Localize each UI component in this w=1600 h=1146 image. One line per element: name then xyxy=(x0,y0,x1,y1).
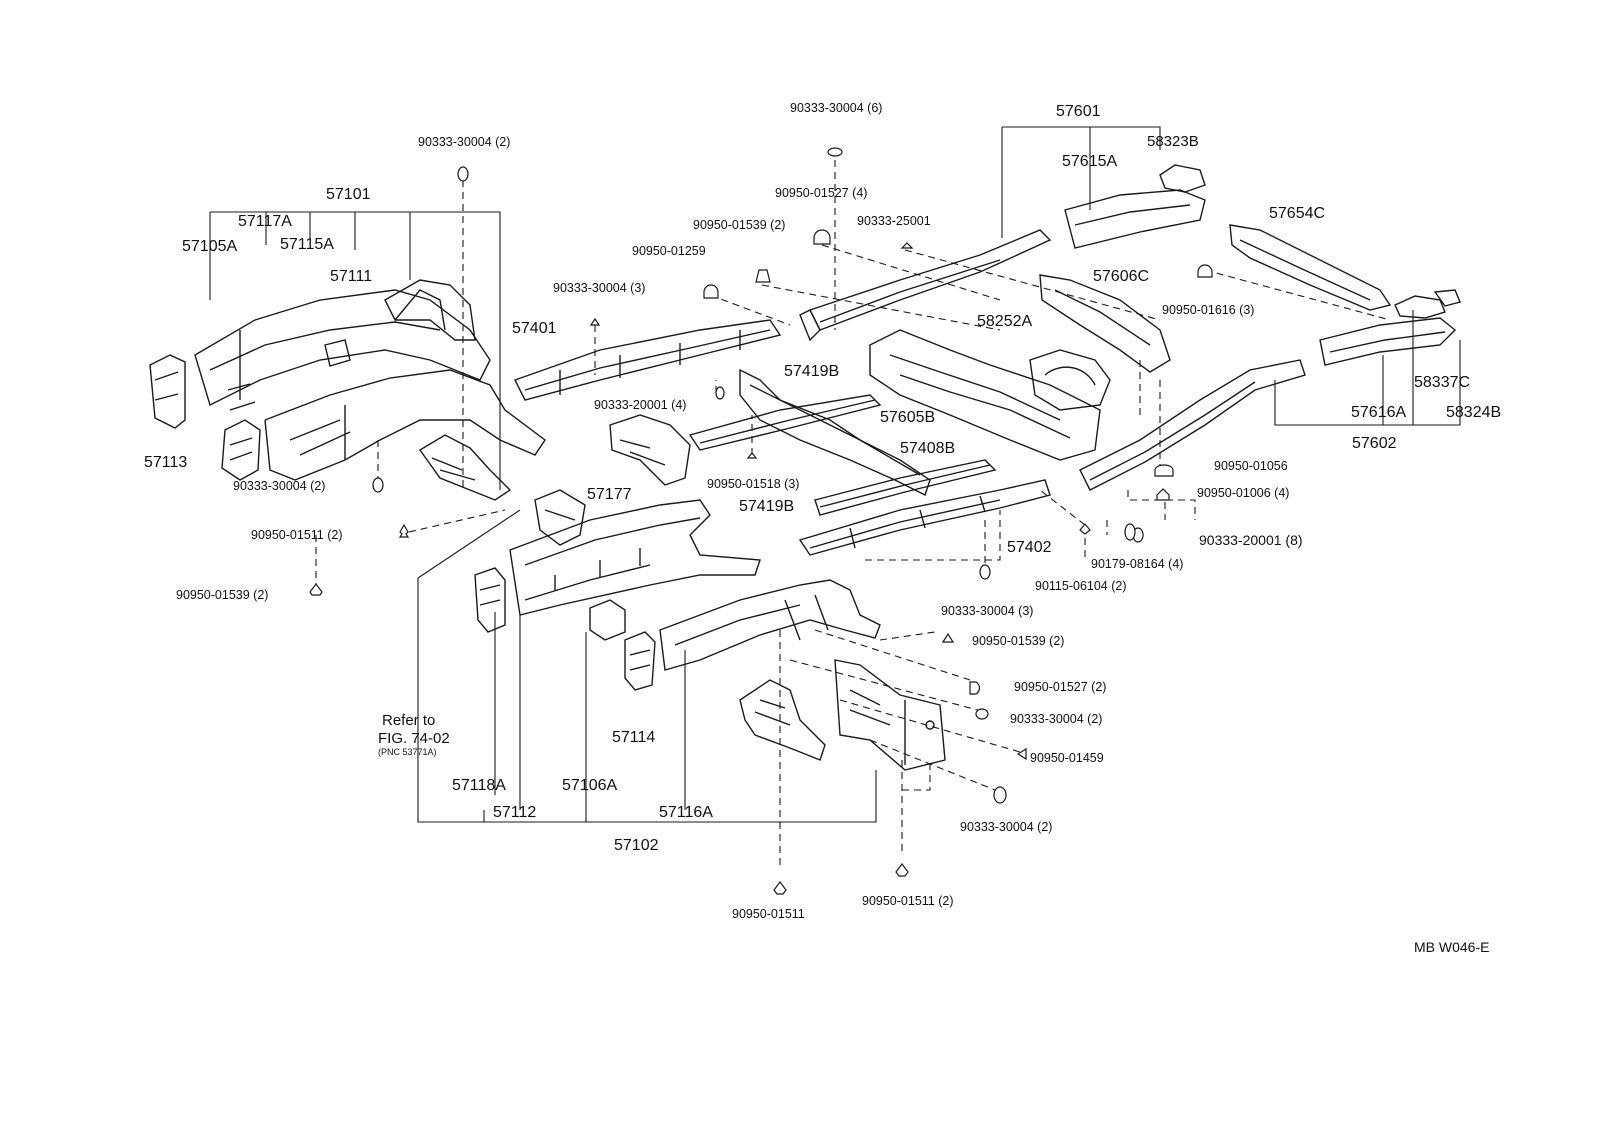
rear-floor-side-member-57601 xyxy=(799,229,1052,342)
fastener-label-90333-30004-2-topleft: 90333-30004 (2) xyxy=(418,135,511,149)
refer-label-line3: (PNC 53771A) xyxy=(378,747,437,757)
member-57116a xyxy=(659,579,881,671)
fastener-label-90333-30004-2-mid: 90333-30004 (2) xyxy=(1010,712,1103,726)
fastener-label-90950-01539-2-left: 90950-01539 (2) xyxy=(176,588,269,602)
fastener-label-90333-30004-6: 90333-30004 (6) xyxy=(790,101,883,115)
front-side-member-right xyxy=(509,499,761,616)
part-label-57606c: 57606C xyxy=(1093,268,1150,285)
fastener-label-90950-01539-2-top: 90950-01539 (2) xyxy=(693,218,786,232)
fastener-label-90950-01511-2-bottom: 90950-01511 (2) xyxy=(862,894,954,908)
part-label-57102: 57102 xyxy=(614,837,659,854)
part-label-57605b: 57605B xyxy=(880,409,936,426)
part-label-57402: 57402 xyxy=(1007,539,1052,556)
part-label-57602: 57602 xyxy=(1352,435,1397,452)
fastener-label-90950-01511: 90950-01511 xyxy=(732,907,805,921)
fastener-label-90333-20001-4: 90333-20001 (4) xyxy=(594,398,687,412)
fastener-label-90950-01539-2-mid: 90950-01539 (2) xyxy=(972,634,1065,648)
member-57615a xyxy=(1064,189,1206,249)
refer-label-line2: FIG. 74-02 xyxy=(378,730,450,747)
group-bracket-57102 xyxy=(417,509,877,823)
inner-fender-panel xyxy=(739,679,826,761)
part-label-57419b-mid: 57419B xyxy=(739,498,795,515)
bracket-57113 xyxy=(149,354,186,429)
part-label-57615a: 57615A xyxy=(1062,153,1118,170)
apron-57111 xyxy=(418,434,512,501)
fastener-label-90950-01006-4: 90950-01006 (4) xyxy=(1197,486,1290,500)
fastener-label-90950-01518-3: 90950-01518 (3) xyxy=(707,477,800,491)
fastener-label-90950-01459: 90950-01459 xyxy=(1030,751,1104,765)
part-label-57115a: 57115A xyxy=(280,236,334,253)
bracket-57106a xyxy=(589,599,626,641)
fastener-leaders xyxy=(315,160,1391,870)
wheelhouse-58252a xyxy=(1029,349,1111,411)
part-label-57111: 57111 xyxy=(330,268,373,285)
part-label-58324b: 58324B xyxy=(1446,404,1502,421)
floor-member-57401 xyxy=(514,319,782,401)
drawing-code: MB W046-E xyxy=(1414,939,1490,955)
member-57616a xyxy=(1319,317,1457,366)
part-label-58252a: 58252A xyxy=(977,313,1033,330)
part-label-57177: 57177 xyxy=(587,486,632,503)
part-label-57105a: 57105A xyxy=(182,238,238,255)
group-bracket-57101 xyxy=(209,211,501,490)
part-label-57616a: 57616A xyxy=(1351,404,1407,421)
part-label-57117a: 57117A xyxy=(238,213,292,230)
refer-label-line1: Refer to xyxy=(382,712,436,729)
bracket-58337c-58324b xyxy=(1394,289,1461,319)
part-label-57113: 57113 xyxy=(144,454,188,471)
bracket-58323b xyxy=(1159,164,1206,193)
part-label-57116a: 57116A xyxy=(659,804,713,821)
part-label-57114: 57114 xyxy=(612,729,656,746)
fastener-label-90333-30004-2-left: 90333-30004 (2) xyxy=(233,479,326,493)
part-label-57106a: 57106A xyxy=(562,777,618,794)
part-label-57401: 57401 xyxy=(512,320,557,337)
fastener-label-90950-01527-4: 90950-01527 (4) xyxy=(775,186,868,200)
part-label-57601: 57601 xyxy=(1056,103,1101,120)
fastener-label-90950-01616-3: 90950-01616 (3) xyxy=(1162,303,1255,317)
fastener-label-90950-01056: 90950-01056 xyxy=(1214,459,1288,473)
fastener-label-90333-30004-3-top: 90333-30004 (3) xyxy=(553,281,646,295)
floor-member-57402 xyxy=(798,479,1051,556)
part-label-57112: 57112 xyxy=(493,804,537,821)
fastener-label-90179-08164-4: 90179-08164 (4) xyxy=(1091,557,1184,571)
tunnel-member-57408b xyxy=(739,368,931,496)
fastener-label-90333-30004-3-mid: 90333-30004 (3) xyxy=(941,604,1034,618)
part-label-57419b-top: 57419B xyxy=(784,363,840,380)
fastener-label-90115-06104-2: 90115-06104 (2) xyxy=(1035,579,1127,593)
bracket-57114 xyxy=(624,631,656,691)
cowl-side-panel xyxy=(834,659,946,771)
part-label-57408b: 57408B xyxy=(900,440,956,457)
member-57654c xyxy=(1229,224,1392,311)
crossmember-57419b-upper xyxy=(688,394,882,451)
rear-side-member-57602 xyxy=(1079,359,1306,491)
fastener-label-90950-01527-2: 90950-01527 (2) xyxy=(1014,680,1107,694)
group-bracket-57601 xyxy=(1001,126,1161,238)
fasteners xyxy=(309,147,1213,895)
fastener-label-90333-20001-8: 90333-20001 (8) xyxy=(1199,532,1303,548)
fastener-label-90950-01259: 90950-01259 xyxy=(632,244,706,258)
fastener-label-90333-30004-2-bottom: 90333-30004 (2) xyxy=(960,820,1053,834)
group-bracket-57602 xyxy=(1274,310,1461,426)
bracket-57118a xyxy=(474,567,506,633)
part-label-57101: 57101 xyxy=(326,186,371,203)
part-label-58337c: 58337C xyxy=(1414,374,1471,391)
part-label-57654c: 57654C xyxy=(1269,205,1326,222)
crossmember-57419b-lower xyxy=(814,459,997,516)
part-label-57118a: 57118A xyxy=(452,777,506,794)
apron-57112-assembly xyxy=(534,489,586,546)
fastener-label-90950-01511-2-left: 90950-01511 (2) xyxy=(251,528,343,542)
rear-floor-pan-57605b xyxy=(869,329,1101,461)
part-label-58323b: 58323B xyxy=(1147,133,1199,150)
gusset-57177 xyxy=(609,414,691,486)
front-side-member-left xyxy=(194,279,546,481)
crossmember-57606c xyxy=(1039,274,1171,373)
fastener-label-90333-25001: 90333-25001 xyxy=(857,214,931,228)
gusset-57105a xyxy=(221,419,261,481)
